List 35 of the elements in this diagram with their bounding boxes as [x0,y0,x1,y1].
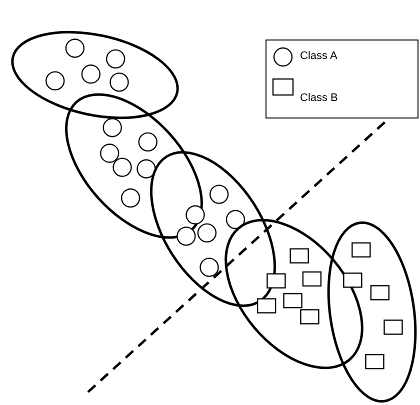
legend-label: Class A [300,50,338,62]
legend-label: Class B [300,92,338,104]
circle-marker [110,72,129,92]
square-marker [256,298,276,314]
square-marker [266,273,286,288]
square-marker [290,248,309,264]
circle-marker [197,223,217,243]
circle-marker [120,188,140,208]
square-marker [384,320,403,335]
cluster-ellipse [150,151,276,307]
cluster-ellipse [224,218,364,370]
square-marker [365,354,384,370]
circle-marker [226,210,246,230]
square-marker [300,309,320,324]
square-marker [343,272,362,288]
square-marker [283,293,302,308]
circle-marker [81,64,100,84]
circle-marker [138,132,158,152]
circle-marker [186,205,205,224]
circle-marker [176,226,196,246]
cluster-ellipse [327,222,417,402]
circle-marker [65,38,85,58]
square-marker [370,285,390,300]
circle-marker [200,258,219,277]
circle-marker [106,49,126,69]
circle-marker [102,118,122,138]
circle-marker [209,184,229,204]
circle-marker [112,158,132,177]
circle-marker [136,159,156,178]
cluster-ellipse [11,30,179,120]
cluster-ellipse [65,93,203,239]
circle-marker [100,144,120,163]
square-marker [302,271,322,287]
square-marker [352,242,371,258]
circle-marker [46,71,65,90]
